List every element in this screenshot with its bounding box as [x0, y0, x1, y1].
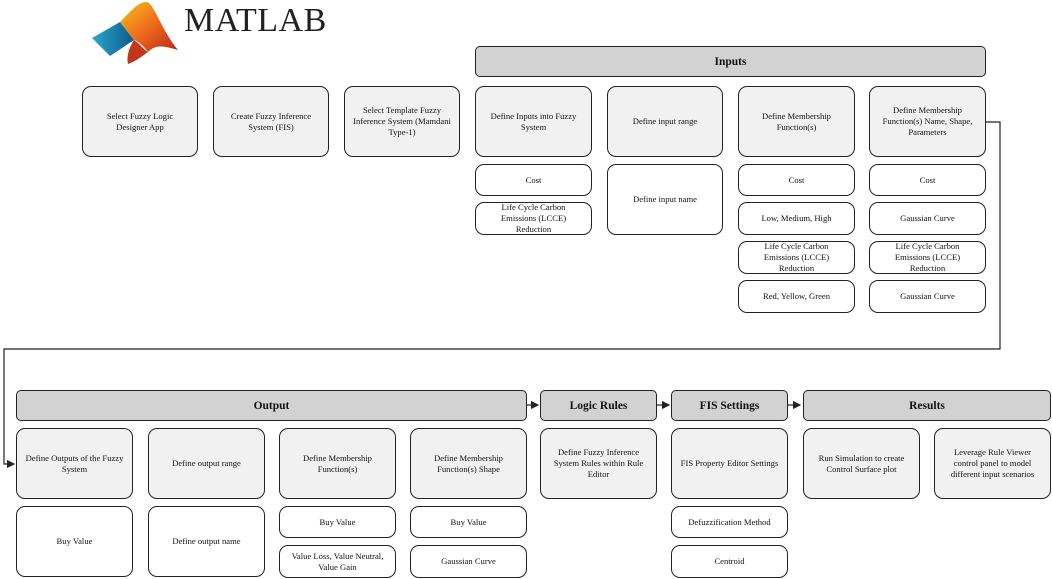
output-col3-item: Value Loss, Value Neutral, Value Gain — [279, 545, 396, 578]
step-select-designer-app: Select Fuzzy Logic Designer App — [82, 86, 198, 157]
output-col4-item: Buy Value — [410, 506, 527, 538]
inputs-col1-item: Life Cycle Carbon Emissions (LCCE) Reduc… — [475, 202, 592, 235]
output-col3-item: Buy Value — [279, 506, 396, 538]
inputs-col4-item: Gaussian Curve — [869, 280, 986, 313]
inputs-col3-item: Cost — [738, 164, 855, 196]
inputs-col3-item: Red, Yellow, Green — [738, 280, 855, 313]
logic-rules-define: Define Fuzzy Inference System Rules with… — [540, 428, 657, 499]
step-create-fis: Create Fuzzy Inference System (FIS) — [213, 86, 329, 157]
results-rule-viewer: Leverage Rule Viewer control panel to mo… — [934, 428, 1051, 499]
fis-property-editor: FIS Property Editor Settings — [671, 428, 788, 499]
inputs-col1-item: Cost — [475, 164, 592, 196]
logic-rules-header: Logic Rules — [540, 390, 657, 421]
inputs-define-name: Define input name — [607, 164, 723, 235]
results-header: Results — [803, 390, 1051, 421]
output-header: Output — [16, 390, 527, 421]
inputs-define-range: Define input range — [607, 86, 723, 157]
fis-settings-item: Centroid — [671, 545, 788, 578]
matlab-logo-text: MATLAB — [184, 2, 327, 39]
inputs-define-membership-shape: Define Membership Function(s) Name, Shap… — [869, 86, 986, 157]
output-define-range: Define output range — [148, 428, 265, 499]
inputs-col3-item: Life Cycle Carbon Emissions (LCCE) Reduc… — [738, 241, 855, 274]
inputs-header: Inputs — [475, 46, 986, 77]
results-run-simulation: Run Simulation to create Control Surface… — [803, 428, 920, 499]
connector-input-to-output — [3, 121, 1001, 469]
inputs-col4-item: Gaussian Curve — [869, 202, 986, 235]
step-select-template: Select Template Fuzzy Inference System (… — [344, 86, 460, 157]
output-define-membership: Define Membership Function(s) — [279, 428, 396, 499]
fis-settings-header: FIS Settings — [671, 390, 788, 421]
inputs-define-membership: Define Membership Function(s) — [738, 86, 855, 157]
inputs-define-inputs: Define Inputs into Fuzzy System — [475, 86, 592, 157]
output-col1-item: Buy Value — [16, 506, 133, 577]
output-col4-item: Gaussian Curve — [410, 545, 527, 578]
inputs-col3-item: Low, Medium, High — [738, 202, 855, 235]
output-define-outputs: Define Outputs of the Fuzzy System — [16, 428, 133, 499]
output-define-membership-shape: Define Membership Function(s) Shape — [410, 428, 527, 499]
matlab-logo-icon — [92, 2, 178, 64]
output-define-name: Define output name — [148, 506, 265, 577]
inputs-col4-item: Life Cycle Carbon Emissions (LCCE) Reduc… — [869, 241, 986, 274]
inputs-col4-item: Cost — [869, 164, 986, 196]
fis-settings-item: Defuzzification Method — [671, 506, 788, 538]
